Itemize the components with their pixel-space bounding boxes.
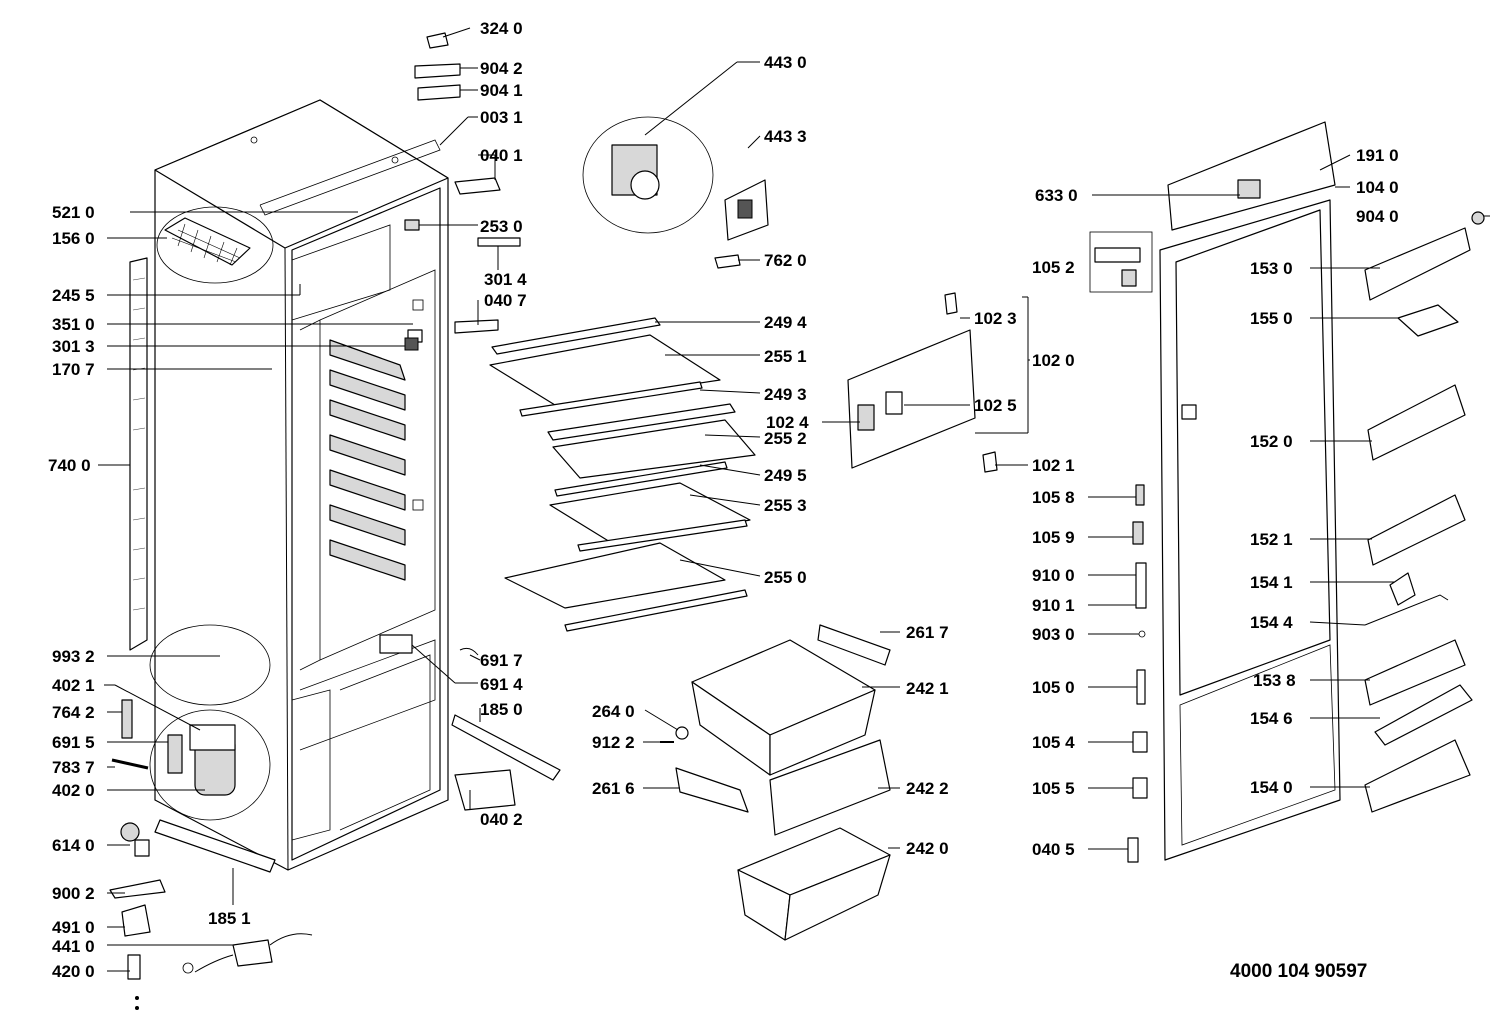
label-324-0: 324 0 bbox=[480, 19, 523, 38]
label-102-5: 102 5 bbox=[974, 396, 1017, 415]
door-assembly bbox=[1159, 121, 1485, 861]
label-249-5: 249 5 bbox=[764, 466, 807, 485]
label-691-7: 691 7 bbox=[480, 651, 523, 670]
leader-lines bbox=[98, 27, 1490, 972]
door-small-parts bbox=[1089, 231, 1153, 863]
label-185-0: 185 0 bbox=[480, 700, 523, 719]
label-764-2: 764 2 bbox=[52, 703, 95, 722]
label-255-1: 255 1 bbox=[764, 347, 807, 366]
label-242-2: 242 2 bbox=[906, 779, 949, 798]
label-105-2: 105 2 bbox=[1032, 258, 1075, 277]
label-155-0: 155 0 bbox=[1250, 309, 1293, 328]
label-264-0: 264 0 bbox=[592, 702, 635, 721]
label-762-0: 762 0 bbox=[764, 251, 807, 270]
drawers bbox=[660, 624, 891, 941]
label-443-0: 443 0 bbox=[764, 53, 807, 72]
label-301-3: 301 3 bbox=[52, 337, 95, 356]
label-261-7: 261 7 bbox=[906, 623, 949, 642]
label-105-0: 105 0 bbox=[1032, 678, 1075, 697]
label-301-4: 301 4 bbox=[484, 270, 527, 289]
label-491-0: 491 0 bbox=[52, 918, 95, 937]
label-912-2: 912 2 bbox=[592, 733, 635, 752]
ice-tray-156 bbox=[156, 206, 274, 284]
label-420-0: 420 0 bbox=[52, 962, 95, 981]
label-521-0: 521 0 bbox=[52, 203, 95, 222]
label-904-2: 904 2 bbox=[480, 59, 523, 78]
label-245-5: 245 5 bbox=[52, 286, 95, 305]
label-102-4: 102 4 bbox=[766, 413, 809, 432]
label-402-1: 402 1 bbox=[52, 676, 95, 695]
label-249-3: 249 3 bbox=[764, 385, 807, 404]
label-040-1: 040 1 bbox=[480, 146, 523, 165]
label-191-0: 191 0 bbox=[1356, 146, 1399, 165]
document-number: 4000 104 90597 bbox=[1230, 961, 1367, 982]
cabinet-shelf-rails bbox=[329, 299, 424, 581]
label-040-5: 040 5 bbox=[1032, 840, 1075, 859]
label-104-0: 104 0 bbox=[1356, 178, 1399, 197]
label-040-7: 040 7 bbox=[484, 291, 527, 310]
label-351-0: 351 0 bbox=[52, 315, 95, 334]
door-bins bbox=[1364, 227, 1473, 813]
glass-shelves bbox=[489, 317, 756, 632]
label-900-2: 900 2 bbox=[52, 884, 95, 903]
label-156-0: 156 0 bbox=[52, 229, 95, 248]
part-labels: 324 0 904 2 904 1 003 1 040 1 253 0 301 … bbox=[48, 19, 1399, 982]
label-255-0: 255 0 bbox=[764, 568, 807, 587]
label-910-0: 910 0 bbox=[1032, 566, 1075, 585]
label-691-5: 691 5 bbox=[52, 733, 95, 752]
label-261-6: 261 6 bbox=[592, 779, 635, 798]
label-102-3: 102 3 bbox=[974, 309, 1017, 328]
label-443-3: 443 3 bbox=[764, 127, 807, 146]
fan-assembly-443 bbox=[582, 116, 769, 269]
label-152-0: 152 0 bbox=[1250, 432, 1293, 451]
label-040-2: 040 2 bbox=[480, 810, 523, 829]
label-185-1: 185 1 bbox=[208, 909, 251, 928]
label-153-0: 153 0 bbox=[1250, 259, 1293, 278]
label-105-8: 105 8 bbox=[1032, 488, 1075, 507]
label-105-5: 105 5 bbox=[1032, 779, 1075, 798]
label-740-0: 740 0 bbox=[48, 456, 91, 475]
label-255-3: 255 3 bbox=[764, 496, 807, 515]
label-170-7: 170 7 bbox=[52, 360, 95, 379]
label-441-0: 441 0 bbox=[52, 937, 95, 956]
label-249-4: 249 4 bbox=[764, 313, 807, 332]
label-154-6: 154 6 bbox=[1250, 709, 1293, 728]
label-614-0: 614 0 bbox=[52, 836, 95, 855]
label-242-0: 242 0 bbox=[906, 839, 949, 858]
label-255-2: 255 2 bbox=[764, 429, 807, 448]
label-154-1: 154 1 bbox=[1250, 573, 1293, 592]
back-panel-740 bbox=[129, 257, 148, 651]
label-253-0: 253 0 bbox=[480, 217, 523, 236]
label-783-7: 783 7 bbox=[52, 758, 95, 777]
label-153-8: 153 8 bbox=[1253, 671, 1296, 690]
label-102-1: 102 1 bbox=[1032, 456, 1075, 475]
label-633-0: 633 0 bbox=[1035, 186, 1078, 205]
label-402-0: 402 0 bbox=[52, 781, 95, 800]
label-993-2: 993 2 bbox=[52, 647, 95, 666]
label-003-1: 003 1 bbox=[480, 108, 523, 127]
label-154-0: 154 0 bbox=[1250, 778, 1293, 797]
label-904-0: 904 0 bbox=[1356, 207, 1399, 226]
label-691-4: 691 4 bbox=[480, 675, 523, 694]
label-105-4: 105 4 bbox=[1032, 733, 1075, 752]
label-242-1: 242 1 bbox=[906, 679, 949, 698]
compressor-area bbox=[109, 624, 313, 1010]
label-105-9: 105 9 bbox=[1032, 528, 1075, 547]
freezer-door-102 bbox=[847, 292, 998, 473]
label-102-0: 102 0 bbox=[1032, 351, 1075, 370]
top-parts bbox=[379, 32, 561, 811]
label-152-1: 152 1 bbox=[1250, 530, 1293, 549]
label-154-4: 154 4 bbox=[1250, 613, 1293, 632]
label-910-1: 910 1 bbox=[1032, 596, 1075, 615]
label-904-1: 904 1 bbox=[480, 81, 523, 100]
label-903-0: 903 0 bbox=[1032, 625, 1075, 644]
